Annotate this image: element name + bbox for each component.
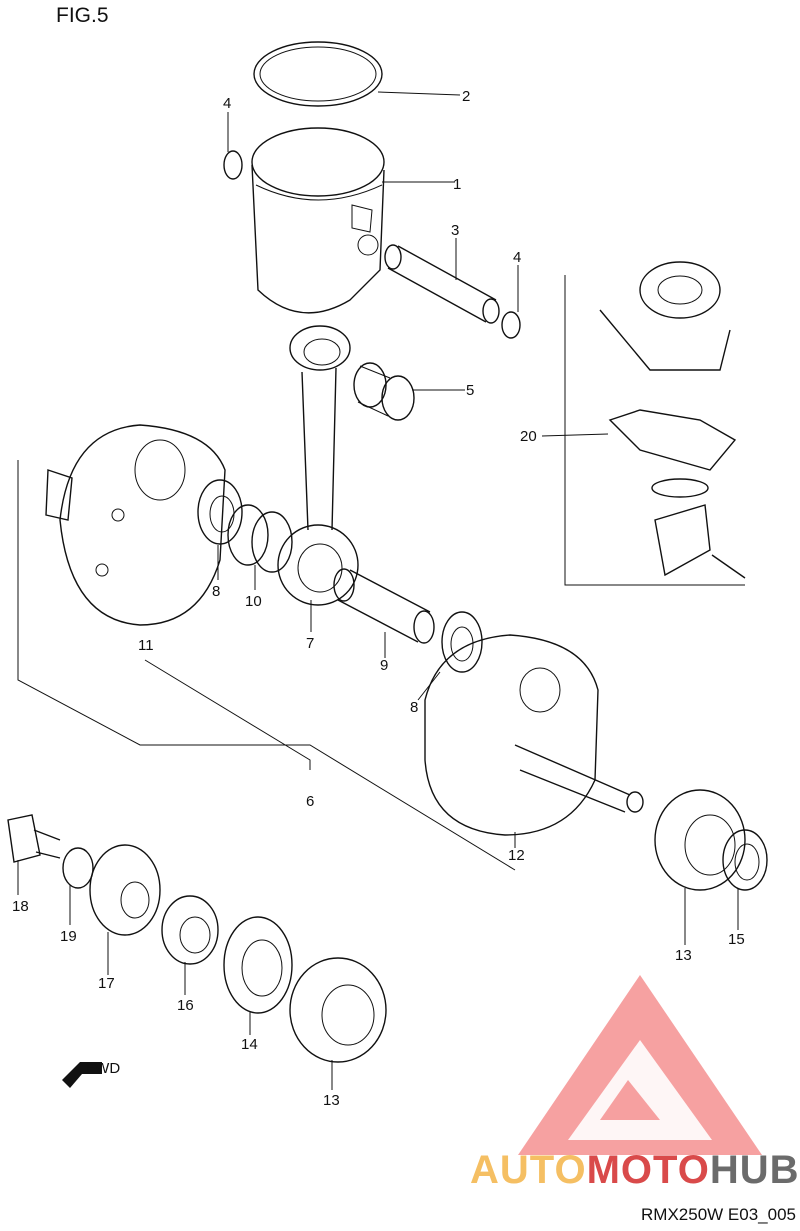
crank-web-left (45, 424, 226, 626)
callout-14: 14 (241, 1036, 258, 1053)
callout-11: 11 (138, 637, 154, 654)
callout-5: 5 (466, 382, 474, 399)
callout-17: 17 (98, 975, 115, 992)
callout-2: 2 (462, 88, 470, 105)
callout-6: 6 (306, 793, 314, 810)
callout-20: 20 (520, 428, 537, 445)
circlip-right (501, 311, 521, 339)
callout-13-left: 13 (323, 1092, 340, 1109)
callout-15: 15 (728, 931, 745, 948)
figure-title: FIG.5 (56, 4, 109, 27)
crank-bearing-right (654, 789, 746, 891)
callout-7: 7 (306, 635, 314, 652)
washer (62, 847, 94, 889)
crank-pin (333, 568, 435, 644)
piston-ring (253, 41, 383, 107)
callout-8-right: 8 (410, 699, 418, 716)
crank-web-right (424, 634, 644, 836)
connecting-rod (277, 325, 359, 606)
oil-seal-left (223, 916, 293, 1014)
callout-3: 3 (451, 222, 459, 239)
callout-12: 12 (508, 847, 525, 864)
crankshaft-assy-bracket (17, 460, 516, 871)
top-end-gasket-kit (564, 261, 746, 586)
callout-10: 10 (245, 593, 262, 610)
callout-16: 16 (177, 997, 194, 1014)
needle-bearing-big-end (227, 504, 293, 573)
fwd-arrow-icon: FWD (62, 1060, 120, 1088)
spacer (161, 895, 219, 965)
piston (251, 127, 385, 314)
callout-1: 1 (453, 176, 461, 193)
callout-18: 18 (12, 898, 29, 915)
primary-drive-gear (89, 844, 161, 936)
callout-4-left: 4 (223, 95, 231, 112)
nut (7, 814, 61, 863)
needle-bearing-small-end (353, 362, 415, 421)
watermark-text: AUTOMOTOHUB (470, 1148, 800, 1192)
callout-9: 9 (380, 657, 388, 674)
watermark-logo (518, 975, 762, 1155)
piston-pin (384, 244, 500, 324)
svg-text:FWD: FWD (86, 1060, 120, 1077)
circlip-left (223, 150, 243, 180)
crank-bearing-left (289, 957, 387, 1063)
callout-8-left: 8 (212, 583, 220, 600)
leader-lines (17, 91, 739, 1090)
oil-seal-right (722, 829, 768, 891)
diagram-code: RMX250W E03_005 (641, 1205, 796, 1224)
callout-19: 19 (60, 928, 77, 945)
callout-4-right: 4 (513, 249, 521, 266)
callout-13-right: 13 (675, 947, 692, 964)
thrust-washer-right (441, 611, 483, 673)
